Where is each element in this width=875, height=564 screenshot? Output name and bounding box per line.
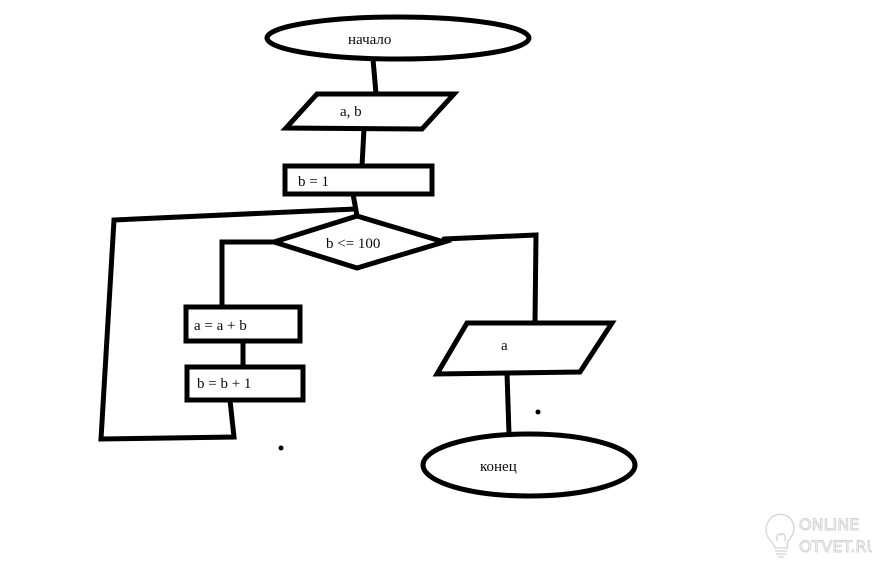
start-label: начало — [348, 32, 391, 48]
lightbulb-icon — [765, 513, 795, 558]
loop-back-connector — [98, 206, 358, 442]
init-rect — [282, 163, 435, 197]
output-parallelogram — [432, 320, 617, 377]
condition-block: b <= 100 — [265, 213, 453, 271]
end-ellipse — [420, 431, 638, 499]
init-block: b = 1 — [282, 163, 435, 197]
connector-condition-yes — [219, 239, 277, 310]
end-terminal: конец — [420, 431, 638, 499]
watermark-line2: OTVET.RU — [799, 537, 872, 556]
input-label: a, b — [340, 104, 362, 120]
connector-input-init — [359, 126, 367, 169]
init-label: b = 1 — [298, 174, 329, 190]
sum-label: a = a + b — [194, 318, 247, 334]
output-label: a — [501, 338, 508, 354]
connector-output-end — [504, 370, 512, 437]
watermark-line1: ONLINE — [799, 515, 859, 534]
increment-rect — [184, 364, 306, 403]
connector-start-input — [370, 56, 379, 97]
watermark: ONLINE OTVET.RU — [765, 513, 872, 558]
stray-dot — [535, 409, 541, 415]
sum-rect — [183, 304, 303, 344]
start-ellipse — [264, 14, 532, 62]
end-label: конец — [480, 459, 517, 475]
increment-label: b = b + 1 — [197, 376, 251, 392]
input-block: a, b — [280, 91, 460, 132]
connector-condition-no — [441, 232, 539, 326]
connector-init-condition — [350, 191, 360, 219]
input-parallelogram — [280, 91, 460, 132]
condition-diamond — [265, 213, 453, 271]
increment-block: b = b + 1 — [184, 364, 306, 403]
output-block: a — [432, 320, 617, 377]
condition-label: b <= 100 — [326, 236, 380, 252]
stray-dot — [278, 445, 284, 451]
sum-block: a = a + b — [183, 304, 303, 344]
start-terminal: начало — [264, 14, 532, 62]
